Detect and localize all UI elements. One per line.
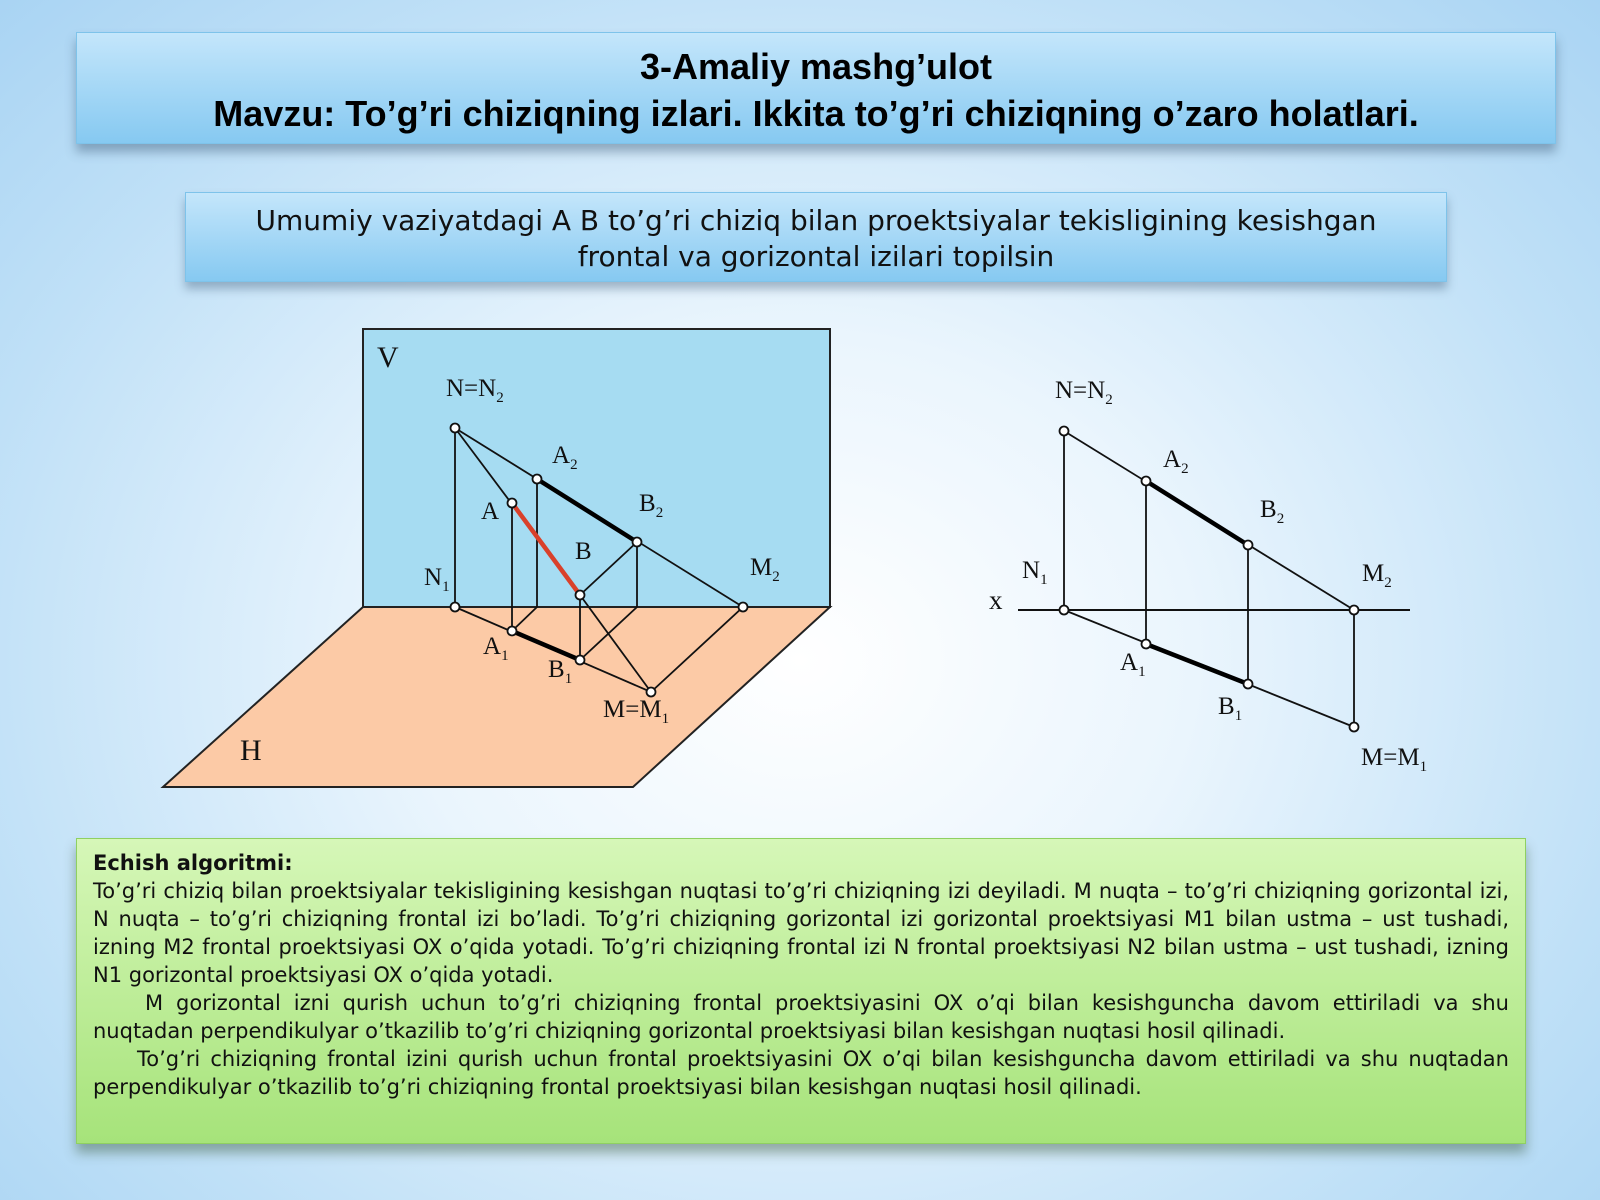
- label-r-a1: A1: [1120, 649, 1146, 680]
- label-plane-v: V: [377, 341, 399, 374]
- label-plane-h: H: [240, 734, 262, 767]
- label-r-n1: N1: [1022, 557, 1048, 588]
- algorithm-paragraph-3: To’g’ri chiziqning frontal izini qurish …: [93, 1047, 1509, 1099]
- label-b2: B2: [639, 490, 663, 521]
- line-ab: [510, 501, 582, 597]
- algorithm-panel: Echish algoritmi: To’g’ri chiziq bilan p…: [76, 838, 1526, 1144]
- label-r-m2: M2: [1362, 560, 1392, 591]
- label-b: B: [575, 538, 592, 565]
- label-r-n-eq-n2: N=N2: [1055, 377, 1113, 408]
- title-line-2: Mavzu: To’g’ri chiziqning izlari. Ikkita…: [213, 93, 1419, 134]
- algorithm-paragraph-2: M gorizontal izni qurish uchun to’g’ri c…: [93, 991, 1509, 1043]
- label-b1: B1: [548, 656, 572, 687]
- task-banner: Umumiy vaziyatdagi A B to’g’ri chiziq bi…: [185, 192, 1447, 282]
- horizontal-projection-a1b1: [511, 628, 581, 663]
- task-line-1: Umumiy vaziyatdagi A B to’g’ri chiziq bi…: [255, 204, 1377, 237]
- points-left: [449, 422, 749, 698]
- frontal-projection-a2b2: [535, 477, 639, 544]
- construction-lines-right: [1063, 430, 1355, 728]
- points-right: [1058, 425, 1360, 733]
- label-r-b1: B1: [1218, 693, 1242, 724]
- algorithm-paragraph-1: To’g’ri chiziq bilan proektsiyalar tekis…: [93, 879, 1509, 987]
- label-n1: N1: [424, 564, 450, 595]
- projection-figures: V H N=N2 A2 B2 A B N1 M2 A1 B1 M=M1: [160, 328, 1427, 788]
- label-axis-x: x: [989, 585, 1003, 615]
- task-line-2: frontal va gorizontal izilari topilsin: [577, 240, 1055, 273]
- label-a: A: [481, 498, 499, 525]
- label-m-eq-m1: M=M1: [603, 696, 669, 727]
- horizontal-projection-a1b1-right: [1145, 641, 1249, 687]
- algorithm-heading: Echish algoritmi:: [93, 851, 293, 875]
- title-banner: 3-Amaliy mashg’ulot Mavzu: To’g’ri chizi…: [76, 32, 1556, 144]
- v-plane: [362, 328, 831, 608]
- frontal-projection-a2b2-right: [1144, 479, 1250, 547]
- label-m2: M2: [750, 554, 780, 585]
- label-n-eq-n2: N=N2: [446, 375, 504, 406]
- label-a2: A2: [552, 442, 578, 473]
- h-plane: [160, 606, 833, 788]
- label-r-a2: A2: [1163, 446, 1189, 477]
- label-r-m-eq-m1: M=M1: [1361, 744, 1427, 775]
- label-a1: A1: [483, 633, 509, 664]
- figure-left-3d: V H N=N2 A2 B2 A B N1 M2 A1 B1 M=M1: [160, 328, 833, 788]
- title-line-1: 3-Amaliy mashg’ulot: [639, 46, 993, 87]
- label-r-b2: B2: [1260, 496, 1284, 527]
- figure-right-epure: N=N2 A2 B2 N1 M2 x A1 B1 M=M1: [989, 377, 1427, 775]
